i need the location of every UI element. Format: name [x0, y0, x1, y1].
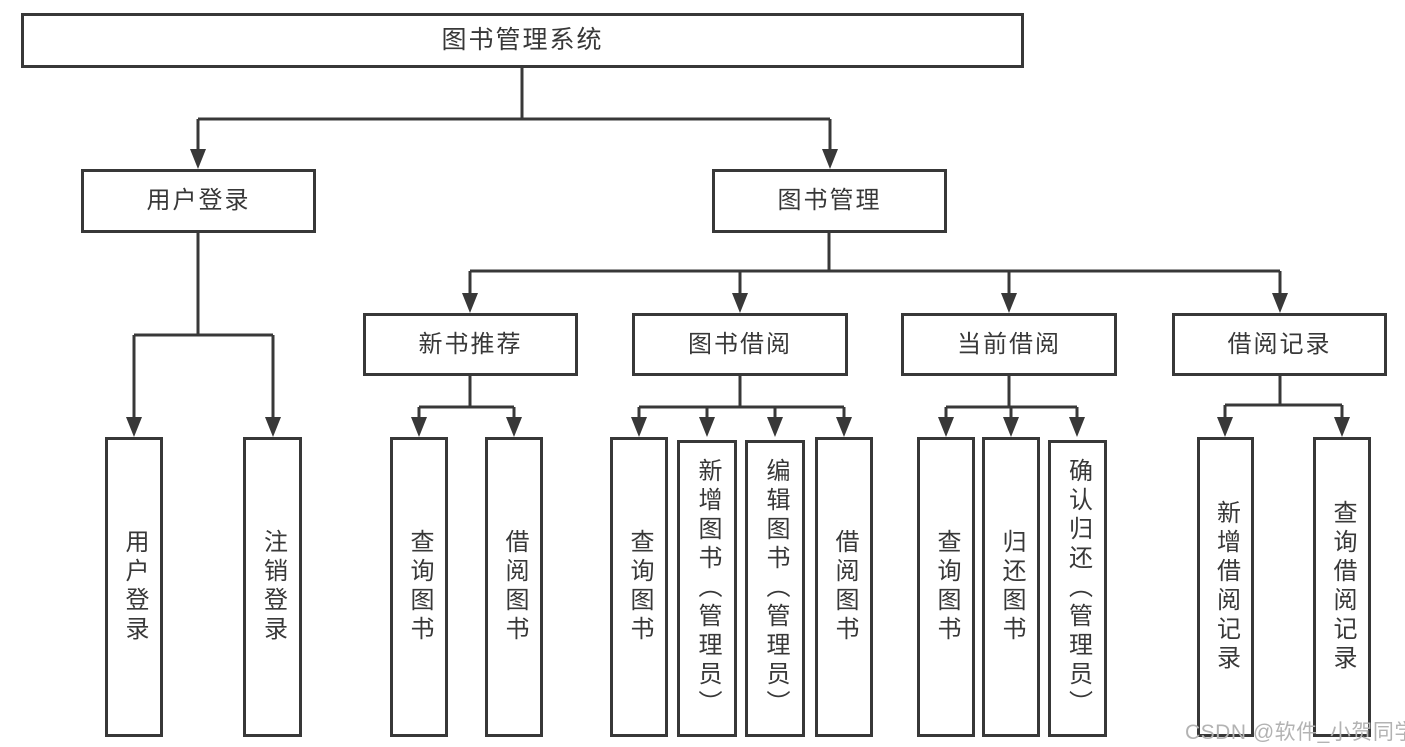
leaf-return-book: 归还图书: [982, 437, 1040, 737]
node-borrow-records: 借阅记录: [1172, 313, 1387, 376]
node-current-borrow: 当前借阅: [901, 313, 1117, 376]
leaf-confirm-return-admin: 确认归还（管理员）: [1048, 440, 1107, 737]
leaf-user-login: 用户登录: [105, 437, 163, 737]
node-library-management-system: 图书管理系统: [21, 13, 1024, 68]
leaf-query-book-recommend: 查询图书: [390, 437, 448, 737]
leaf-edit-book-admin: 编辑图书（管理员）: [745, 440, 805, 737]
node-new-book-recommend: 新书推荐: [363, 313, 578, 376]
connector-lines: [132, 68, 1344, 419]
leaf-logout-login: 注销登录: [243, 437, 302, 737]
leaf-borrow-book-borrow: 借阅图书: [815, 437, 873, 737]
node-book-management: 图书管理: [712, 169, 947, 233]
leaf-add-borrow-record: 新增借阅记录: [1197, 437, 1254, 737]
leaf-add-book-admin: 新增图书（管理员）: [677, 440, 737, 737]
csdn-watermark: CSDN @软件_小贺同学: [1185, 721, 1405, 744]
leaf-borrow-book-recommend: 借阅图书: [485, 437, 543, 737]
leaf-query-borrow-record: 查询借阅记录: [1313, 437, 1371, 737]
node-book-borrow: 图书借阅: [632, 313, 848, 376]
arrowhead-icons: [126, 149, 1350, 437]
leaf-query-book-current: 查询图书: [917, 437, 975, 737]
node-user-login: 用户登录: [81, 169, 316, 233]
leaf-query-book-borrow: 查询图书: [610, 437, 668, 737]
